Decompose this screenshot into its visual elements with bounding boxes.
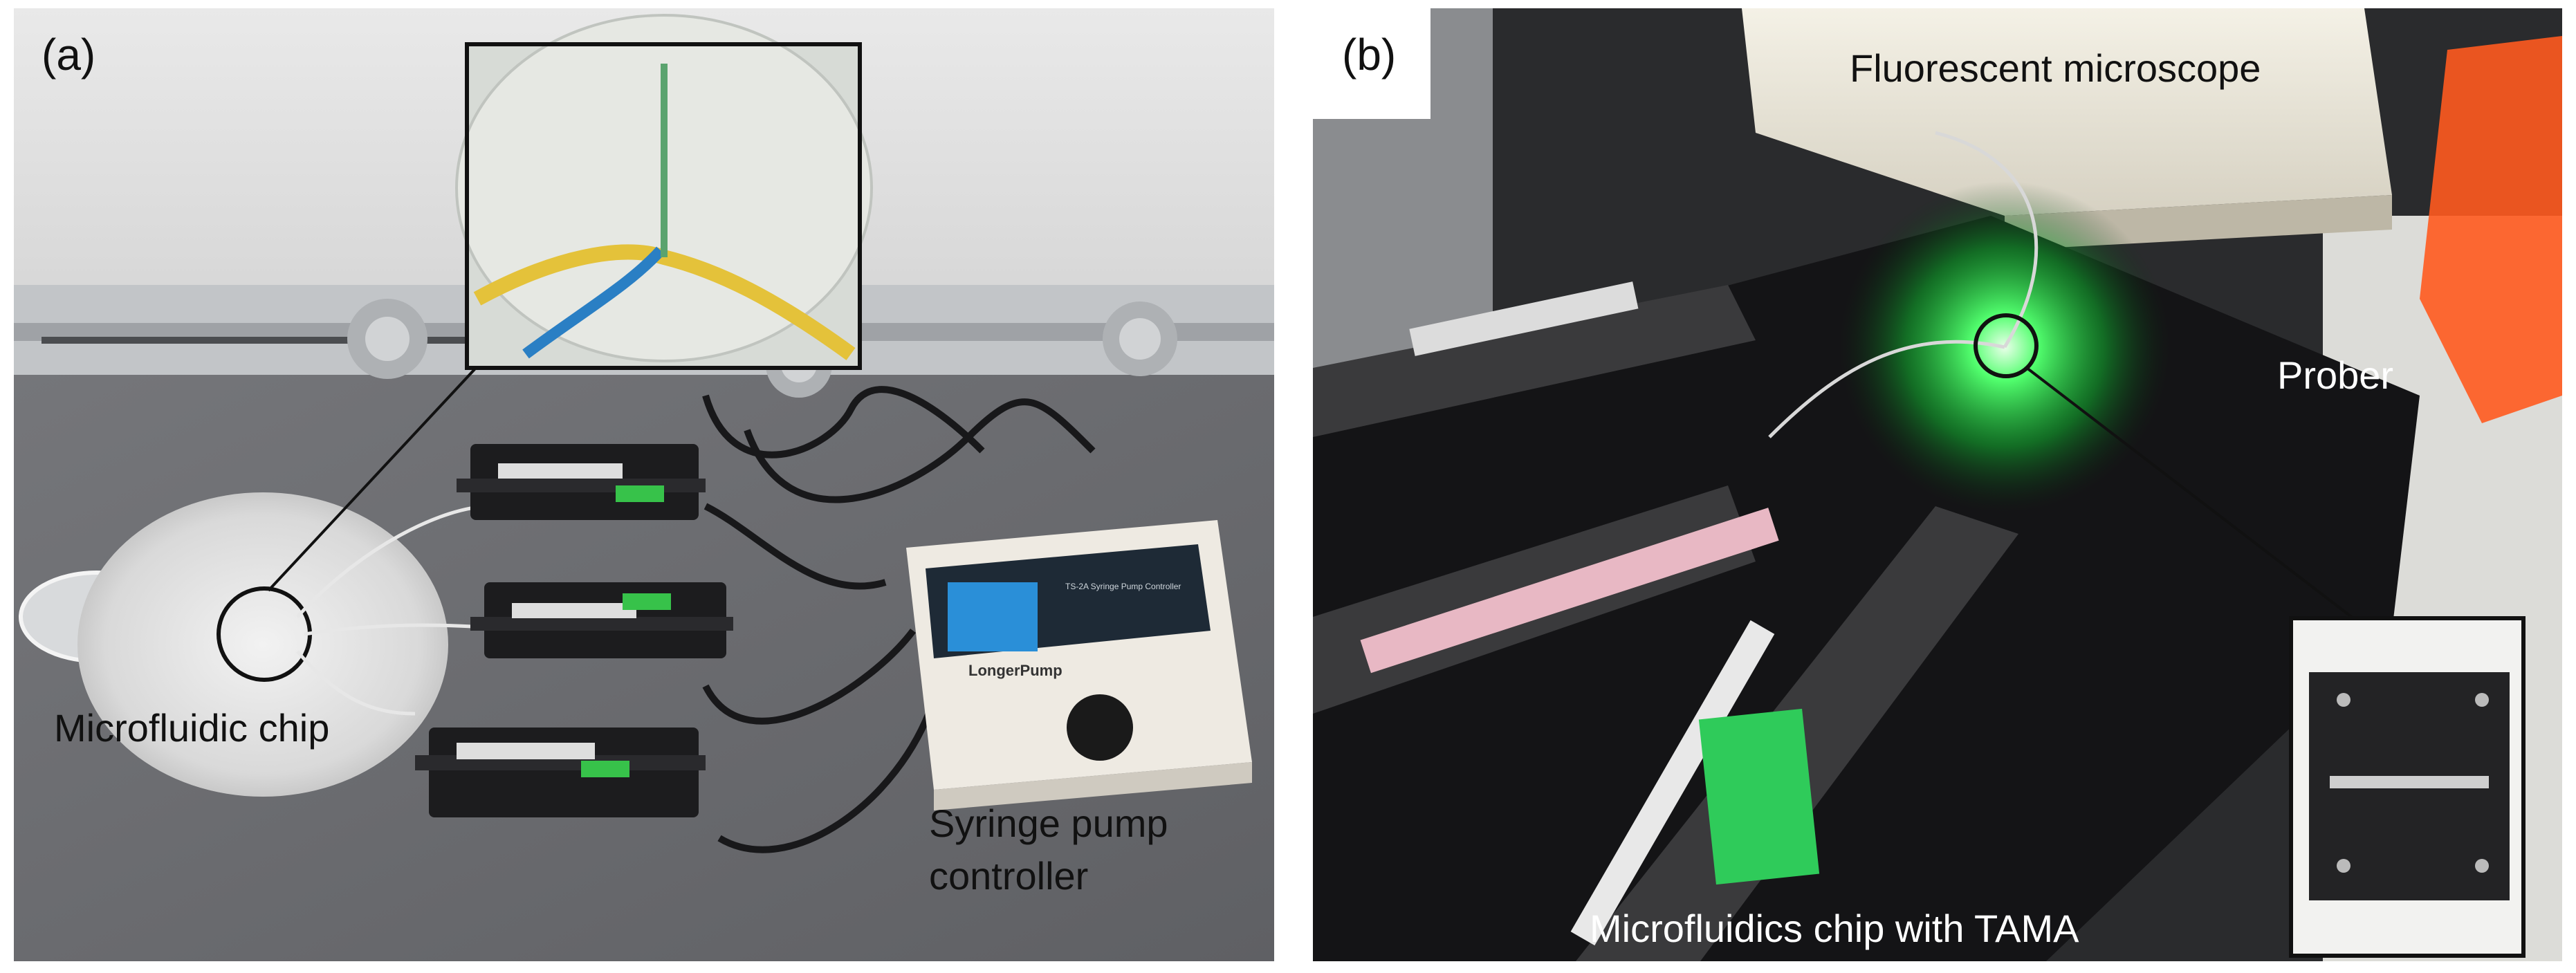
- inset-leader-line: [267, 367, 477, 592]
- orange-shield: [2420, 36, 2562, 423]
- microfluidics-chip-tama-label: Microfluidics chip with TAMA: [1590, 907, 2079, 950]
- rail-clamp: [347, 299, 427, 379]
- chip-inset: [455, 14, 873, 370]
- panel-a-photo: LongerPump TS-2A Syringe Pump Controller…: [14, 8, 1274, 961]
- syringe-assembly-2: [1313, 485, 1779, 714]
- chip-inset-b: [2289, 616, 2526, 958]
- prober-label: Prober: [2277, 353, 2394, 397]
- tubing-b: [1768, 131, 2039, 438]
- controller-brand: LongerPump: [968, 662, 1062, 679]
- chip-highlight-circle-b: [1974, 313, 2039, 378]
- panel-b-scene: [1313, 8, 2562, 961]
- inset-leader-line-b: [2025, 367, 2355, 620]
- controller-knob: [1067, 694, 1133, 761]
- syringe-pump-1: [457, 444, 706, 520]
- syringe-pump-label-line2: controller: [929, 854, 1089, 898]
- panel-b-label-backdrop: [1313, 8, 1430, 119]
- syringe-pump-label-line1: Syringe pump: [929, 801, 1168, 845]
- syringe-pump-3: [415, 728, 706, 817]
- tubing: [296, 504, 492, 716]
- controller-screen: [948, 582, 1038, 651]
- panel-b-photo: (b) Fluorescent microscope Prober Microf…: [1313, 8, 2562, 961]
- fluorescent-microscope-label: Fluorescent microscope: [1850, 46, 2261, 90]
- panel-b-label: (b): [1342, 30, 1397, 80]
- green-tape-label: [1698, 708, 1820, 885]
- panel-a-label: (a): [42, 30, 96, 80]
- microscope-head: [1742, 8, 2392, 216]
- panel-a-scene: LongerPump TS-2A Syringe Pump Controller: [14, 8, 1274, 961]
- rail-clamp: [1103, 302, 1177, 376]
- syringe-pump-2: [470, 582, 733, 658]
- controller-model: TS-2A Syringe Pump Controller: [1065, 582, 1181, 591]
- dye-channel-blue: [522, 246, 665, 359]
- cables: [702, 386, 1096, 853]
- chip-base-paper: [77, 492, 448, 797]
- syringe-assembly-1: [1313, 281, 1756, 437]
- microfluidic-chip-label: Microfluidic chip: [54, 706, 330, 750]
- pump-controller: LongerPump TS-2A Syringe Pump Controller: [906, 520, 1252, 810]
